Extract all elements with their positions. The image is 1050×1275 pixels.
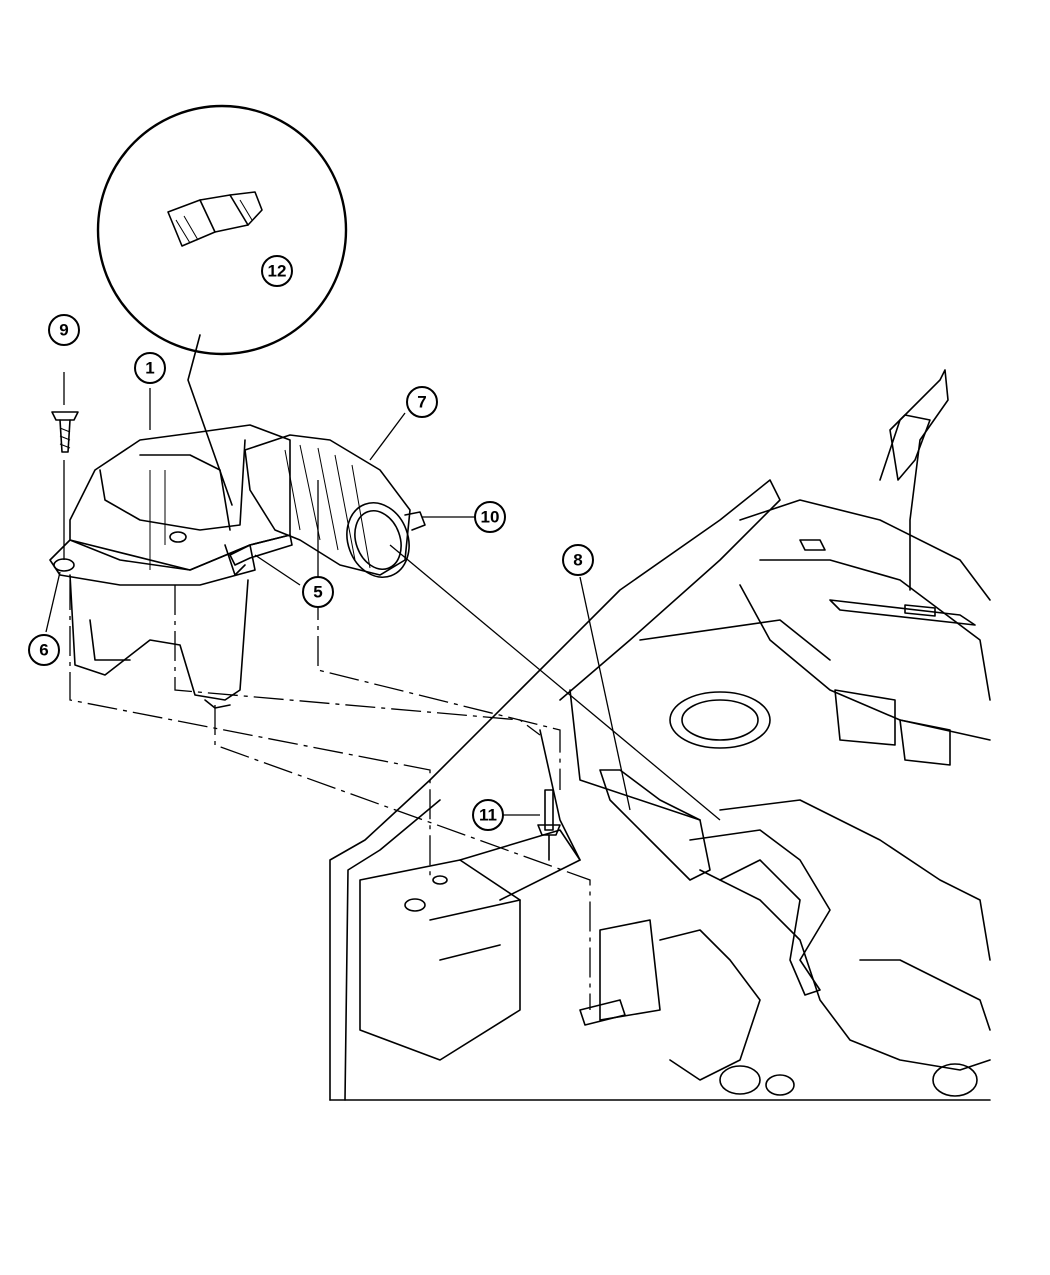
svg-text:10: 10 — [481, 508, 500, 527]
svg-text:6: 6 — [39, 641, 48, 660]
svg-text:1: 1 — [145, 359, 154, 378]
stud-part — [537, 789, 561, 861]
leader-hose-to-throttle — [389, 544, 721, 821]
bolt-part — [51, 372, 79, 453]
installation-lines — [69, 580, 591, 1010]
clamp-part — [229, 480, 319, 586]
callout-11: 11 — [472, 799, 504, 831]
svg-text:5: 5 — [313, 583, 322, 602]
svg-text:7: 7 — [417, 393, 426, 412]
svg-text:11: 11 — [479, 806, 497, 825]
engine-compartment — [329, 369, 991, 1101]
callout-7: 7 — [406, 386, 438, 418]
callout-9: 9 — [48, 314, 80, 346]
sensor-icon — [167, 191, 263, 247]
grommet-part — [45, 460, 75, 633]
callout-6: 6 — [28, 634, 60, 666]
svg-text:8: 8 — [573, 551, 582, 570]
air-cleaner-housing — [49, 424, 291, 709]
svg-text:9: 9 — [59, 321, 68, 340]
leader-8 — [579, 576, 631, 811]
detail-inset — [96, 104, 348, 506]
svg-text:12: 12 — [268, 262, 287, 281]
callout-8: 8 — [562, 544, 594, 576]
callout-5: 5 — [302, 576, 334, 608]
leader-7 — [369, 412, 406, 461]
callout-1: 1 — [134, 352, 166, 384]
callout-10: 10 — [474, 501, 506, 533]
callout-12: 12 — [261, 255, 293, 287]
inset-leader — [187, 334, 233, 506]
intake-hose — [244, 434, 426, 578]
